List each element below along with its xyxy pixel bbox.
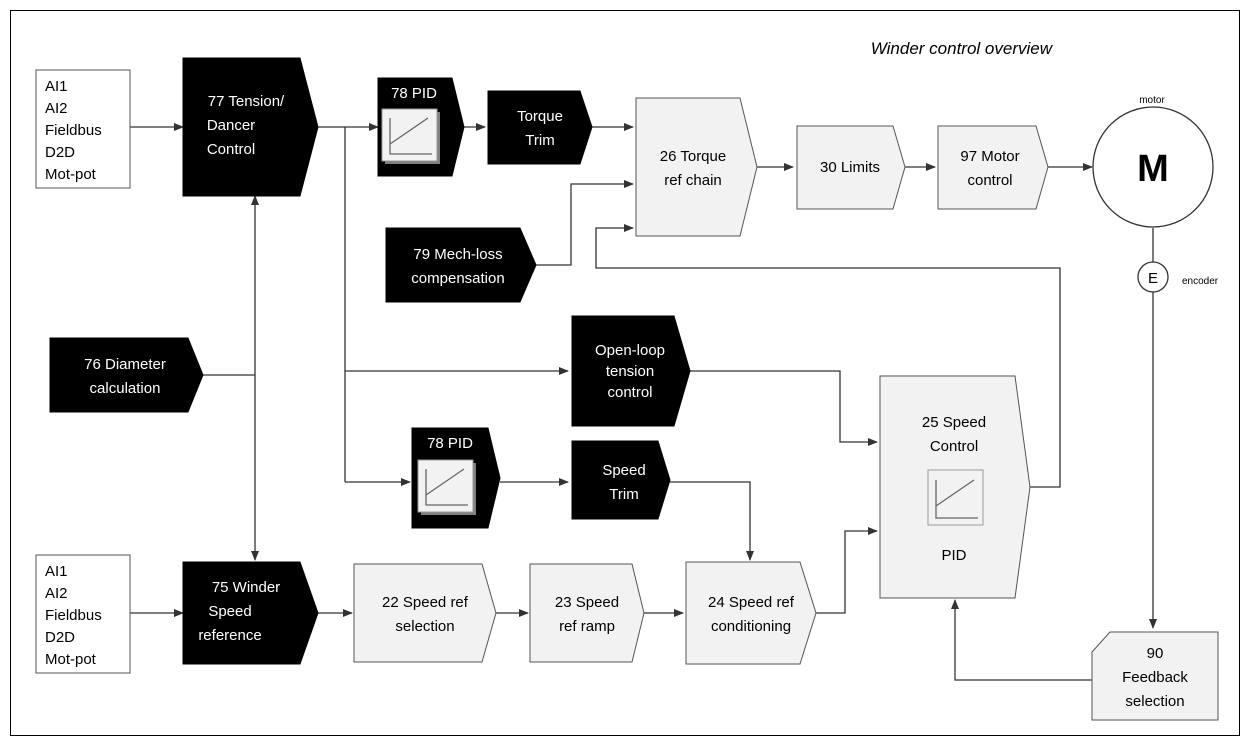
svg-text:calculation: calculation (90, 380, 161, 397)
source-label: AI2 (45, 100, 68, 117)
svg-text:Control: Control (930, 438, 978, 455)
svg-text:26 Torque: 26 Torque (660, 148, 726, 165)
svg-text:compensation: compensation (411, 270, 504, 287)
svg-text:75 Winder: 75 Winder (212, 579, 280, 596)
svg-text:Dancer: Dancer (207, 117, 255, 134)
encoder-symbol: E (1148, 270, 1158, 287)
pid-graph-icon (935, 479, 978, 519)
svg-text:97 Motor: 97 Motor (960, 148, 1019, 165)
source-label: Fieldbus (45, 607, 102, 624)
diagram-frame (10, 10, 1240, 736)
svg-text:Feedback: Feedback (1122, 669, 1188, 686)
block-pid-top: 78 PID (377, 77, 465, 177)
encoder-icon: E encoder (1137, 261, 1219, 293)
block-speed-ref-selection: 22 Speed ref selection (353, 563, 497, 663)
svg-text:selection: selection (395, 618, 454, 635)
source-label: AI2 (45, 585, 68, 602)
svg-text:reference: reference (198, 627, 261, 644)
motor-symbol: M (1137, 148, 1169, 190)
svg-text:Trim: Trim (609, 486, 638, 503)
block-motor-control: 97 Motor control (937, 125, 1049, 210)
svg-text:conditioning: conditioning (711, 618, 791, 635)
svg-text:Speed: Speed (602, 462, 645, 479)
svg-text:Control: Control (207, 141, 255, 158)
svg-text:30 Limits: 30 Limits (820, 159, 880, 176)
source-label: Mot-pot (45, 166, 97, 183)
block-open-loop-tension-control: Open-loop tension control (571, 315, 691, 427)
source-label: D2D (45, 629, 75, 646)
svg-text:Open-loop: Open-loop (595, 342, 665, 359)
svg-text:78 PID: 78 PID (391, 85, 437, 102)
svg-text:ref chain: ref chain (664, 172, 722, 189)
svg-text:selection: selection (1125, 693, 1184, 710)
pid-graph-icon (389, 117, 432, 155)
block-torque-ref-chain: 26 Torque ref chain (635, 97, 758, 237)
block-pid-mid: 78 PID (411, 427, 501, 529)
source-label: AI1 (45, 563, 68, 580)
pid-graph-icon (425, 468, 468, 506)
block-speed-ref-ramp: 23 Speed ref ramp (529, 563, 645, 663)
svg-text:25 Speed: 25 Speed (922, 414, 986, 431)
svg-text:ref ramp: ref ramp (559, 618, 615, 635)
svg-text:76 Diameter: 76 Diameter (84, 356, 166, 373)
svg-text:79 Mech-loss: 79 Mech-loss (413, 246, 502, 263)
svg-text:Speed: Speed (208, 603, 251, 620)
svg-text:78 PID: 78 PID (427, 435, 473, 452)
source-box-bottom: AI1 AI2 Fieldbus D2D Mot-pot (35, 554, 131, 674)
block-limits: 30 Limits (796, 125, 906, 210)
svg-text:PID: PID (941, 547, 966, 564)
svg-text:control: control (607, 384, 652, 401)
svg-text:Torque: Torque (517, 108, 563, 125)
source-label: Mot-pot (45, 651, 97, 668)
svg-text:90: 90 (1147, 645, 1164, 662)
block-diameter-calculation: 76 Diameter calculation (49, 337, 204, 413)
connections (130, 123, 1157, 681)
block-feedback-selection: 90 Feedback selection (1091, 631, 1219, 721)
block-speed-trim: Speed Trim (571, 440, 671, 520)
block-tension-dancer-control: 77 Tension/ Dancer Control (182, 57, 319, 197)
svg-text:control: control (967, 172, 1012, 189)
svg-text:77 Tension/: 77 Tension/ (208, 93, 285, 110)
source-label: D2D (45, 144, 75, 161)
block-speed-control: 25 Speed Control PID (879, 375, 1031, 599)
svg-text:Trim: Trim (525, 132, 554, 149)
svg-text:24 Speed ref: 24 Speed ref (708, 594, 795, 611)
source-label: AI1 (45, 78, 68, 95)
source-label: Fieldbus (45, 122, 102, 139)
block-mech-loss-compensation: 79 Mech-loss compensation (385, 227, 537, 303)
block-winder-speed-reference: 75 Winder Speed reference (182, 561, 319, 665)
block-speed-ref-conditioning: 24 Speed ref conditioning (685, 561, 817, 665)
source-box-top: AI1 AI2 Fieldbus D2D Mot-pot (35, 69, 131, 189)
encoder-caption: encoder (1182, 276, 1219, 287)
block-torque-trim: Torque Trim (487, 90, 593, 165)
svg-text:23 Speed: 23 Speed (555, 594, 619, 611)
diagram-title: Winder control overview (871, 39, 1054, 58)
motor-icon: M motor (1092, 95, 1214, 228)
motor-caption: motor (1139, 95, 1165, 106)
svg-text:22 Speed ref: 22 Speed ref (382, 594, 469, 611)
svg-text:tension: tension (606, 363, 654, 380)
